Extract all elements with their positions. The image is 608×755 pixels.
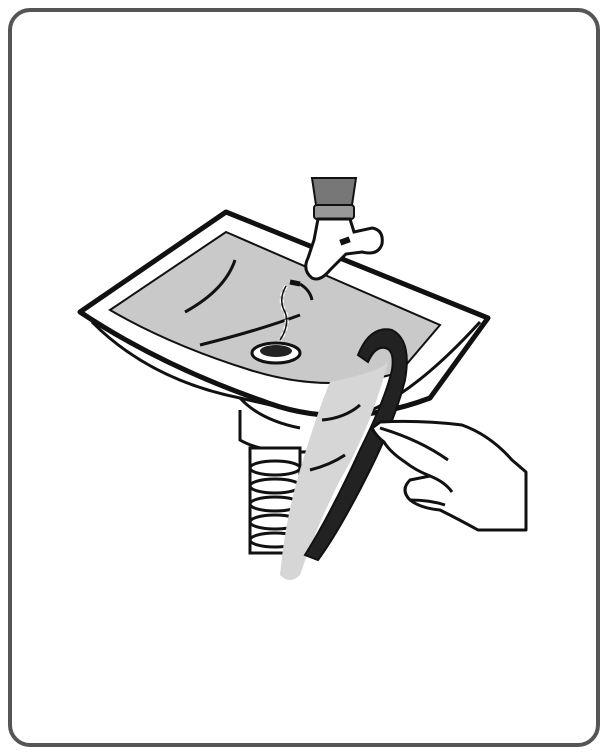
drain-plug-icon — [252, 343, 300, 363]
hand-icon — [372, 421, 526, 530]
sink-basin-icon — [80, 212, 488, 428]
